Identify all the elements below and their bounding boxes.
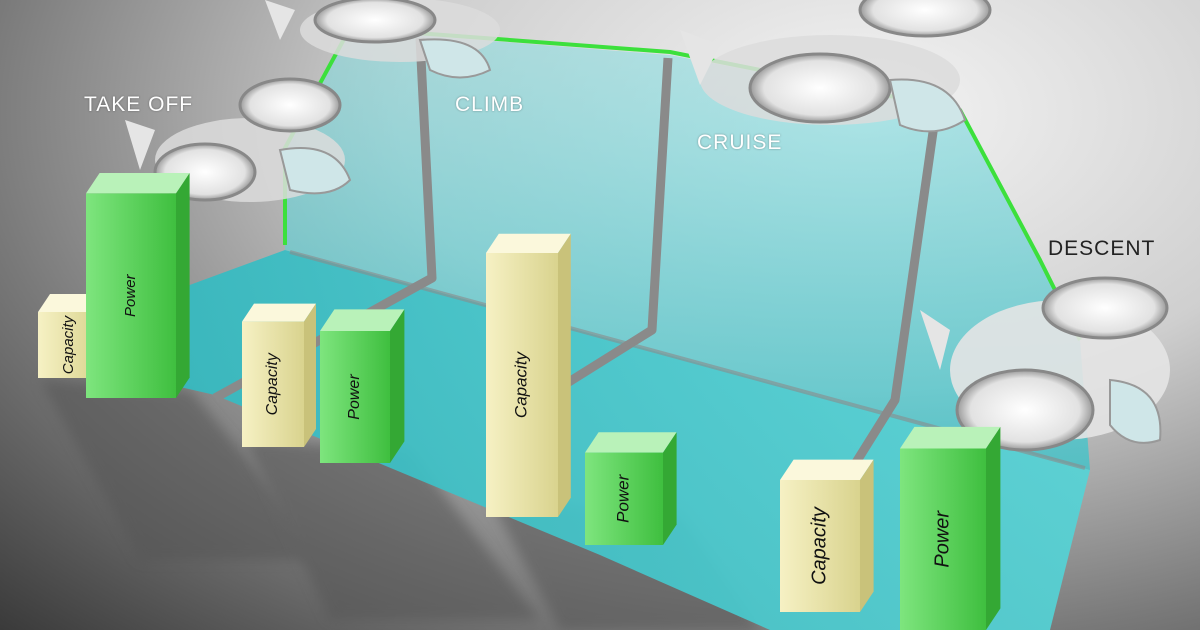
power-bar-top xyxy=(900,426,1001,449)
power-bar-label: Power xyxy=(346,374,363,420)
capacity-bar: Capacity xyxy=(242,303,316,447)
capacity-bar-side xyxy=(304,303,316,447)
power-bar-label: Power xyxy=(122,273,139,317)
power-bar-front xyxy=(585,452,663,545)
power-bar-side xyxy=(176,173,190,398)
power-bar: Power xyxy=(585,432,677,545)
capacity-bar-label: Capacity xyxy=(511,350,530,418)
power-bar-side xyxy=(390,309,405,463)
power-bar: Power xyxy=(320,309,405,463)
phase-label-takeoff: TAKE OFF xyxy=(84,93,194,116)
capacity-bar-side xyxy=(860,459,874,612)
capacity-bar-front xyxy=(242,321,304,447)
power-bar-top xyxy=(320,309,405,331)
power-bar-top xyxy=(585,432,677,453)
evtol-aircraft-icon xyxy=(265,0,500,79)
capacity-bar-side xyxy=(558,233,571,518)
power-bar-label: Power xyxy=(931,510,953,568)
capacity-bar: Capacity xyxy=(780,459,874,612)
capacity-bar: Capacity xyxy=(486,233,571,518)
phase-label-cruise: CRUISE xyxy=(697,131,783,154)
power-bar-side xyxy=(663,432,677,545)
phase-label-descent: DESCENT xyxy=(1048,237,1156,260)
power-bar-label: Power xyxy=(613,473,632,523)
power-bar-side xyxy=(986,426,1001,630)
power-bar-front xyxy=(86,193,176,398)
evtol-aircraft-icon xyxy=(680,0,992,133)
capacity-bar-label: Capacity xyxy=(808,506,830,585)
power-bar: Power xyxy=(900,426,1001,630)
capacity-bar-front xyxy=(486,253,558,517)
capacity-bar-top xyxy=(780,459,874,480)
capacity-bar-top xyxy=(242,303,316,322)
capacity-bar-front xyxy=(780,480,860,612)
phase-label-climb: CLIMB xyxy=(455,93,525,116)
capacity-bar-label: Capacity xyxy=(60,314,77,374)
capacity-bar-label: Capacity xyxy=(264,352,281,415)
power-bar: Power xyxy=(86,173,190,398)
capacity-bar-top xyxy=(486,233,571,253)
power-bar-front xyxy=(900,448,986,630)
power-bar-front xyxy=(320,331,390,463)
power-bar-top xyxy=(86,173,190,194)
flight-envelope-wall xyxy=(285,30,1090,470)
evtol-aircraft-icon xyxy=(920,276,1170,452)
